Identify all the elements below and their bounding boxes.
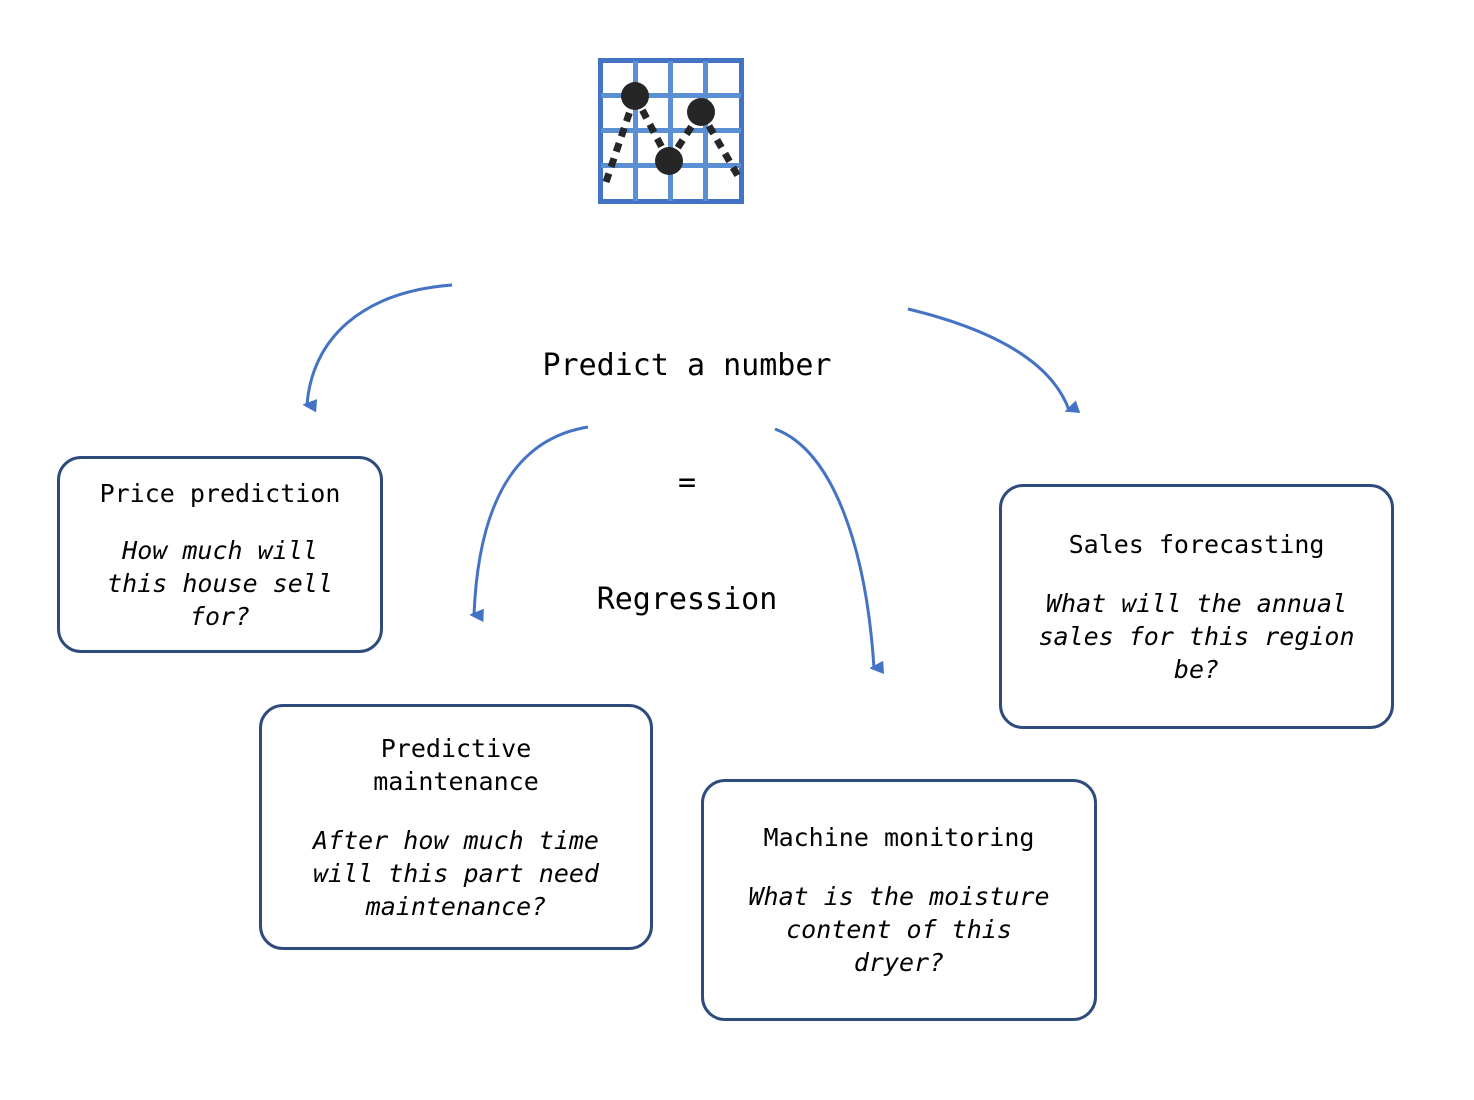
card-machine-monitoring-title: Machine monitoring bbox=[763, 823, 1035, 852]
card-price-prediction-title: Price prediction bbox=[99, 478, 341, 508]
card-predictive-maintenance: Predictive maintenance After how much ti… bbox=[259, 704, 653, 950]
scatter-line-chart-icon bbox=[598, 58, 744, 204]
diagram-title-line-1: Predict a number bbox=[542, 348, 832, 383]
card-predictive-maintenance-question: After how much time will this part need … bbox=[313, 825, 599, 921]
card-predictive-maintenance-title: Predictive maintenance bbox=[373, 733, 539, 796]
card-price-prediction-question: How much will this house sell for? bbox=[107, 535, 333, 631]
card-machine-monitoring-question: What is the moisture content of this dry… bbox=[748, 882, 1050, 977]
card-machine-monitoring: Machine monitoring What is the moisture … bbox=[701, 779, 1097, 1021]
card-price-prediction: Price prediction How much will this hous… bbox=[57, 456, 383, 653]
card-sales-forecasting-question: What will the annual sales for this regi… bbox=[1038, 588, 1355, 684]
diagram-title-line-3: Regression bbox=[596, 582, 778, 617]
diagram-title: Predict a number = Regression bbox=[437, 268, 937, 697]
card-sales-forecasting: Sales forecasting What will the annual s… bbox=[999, 484, 1394, 729]
arrow-to-price-prediction bbox=[307, 283, 453, 405]
card-sales-forecasting-title: Sales forecasting bbox=[1068, 529, 1325, 559]
diagram-title-line-2: = bbox=[677, 465, 697, 500]
scatter-line-chart-icon-svg bbox=[598, 58, 744, 204]
